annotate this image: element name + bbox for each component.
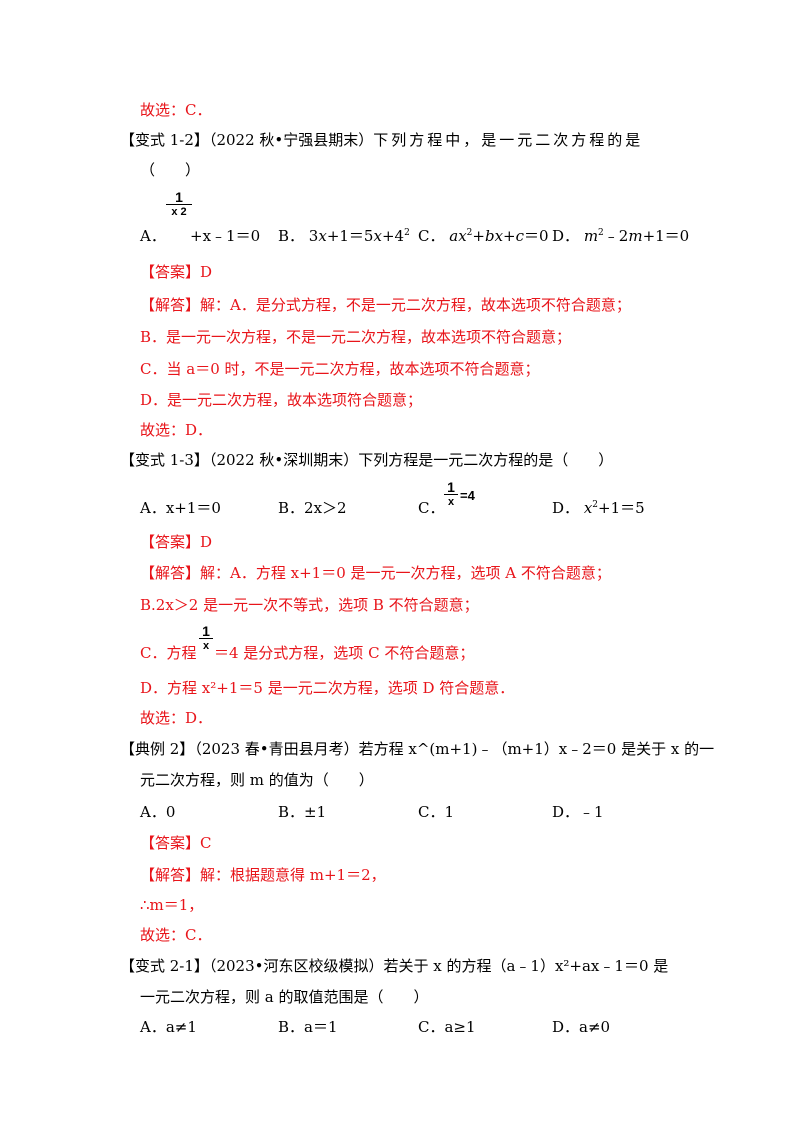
analysis-line-2: B.2x＞2 是一元一次不等式，选项 B 不符合题意； — [140, 596, 479, 614]
fraction-one-over-x-squared: 1 x 2 — [166, 190, 192, 218]
analysis-line-3: C．方程 — [140, 644, 197, 662]
option-c: C．1 — [418, 803, 455, 821]
fraction-one-over-x: 1 x — [199, 624, 213, 652]
analysis-line-1: 【解答】解：根据题意得 m+1＝2， — [140, 866, 386, 884]
option-a: A． — [140, 227, 166, 245]
option-b: B．a＝1 — [278, 1018, 338, 1036]
option-a: A．a≠1 — [140, 1018, 197, 1036]
question-label: 【变式 1-2】 — [120, 131, 209, 149]
final-choice-d: 故选：D． — [140, 421, 213, 439]
answer-line: 【答案】D — [140, 533, 213, 551]
analysis-line-4: D．方程 x²+1＝5 是一元二次方程，选项 D 符合题意． — [140, 679, 515, 697]
answer-paren: （ ） — [140, 161, 201, 179]
analysis-line-3-rest: ＝4 是分式方程，选项 C 不符合题意； — [214, 644, 475, 662]
option-d: D．a≠0 — [552, 1018, 611, 1036]
question-text: 若方程 x^(m+1)﹣（m+1）x﹣2＝0 是关于 x 的一 — [358, 740, 715, 758]
question-source: （2023 春•青田县月考） — [194, 740, 359, 758]
option-b: B． 3x+1＝5x+42 — [278, 227, 410, 245]
question-text: 若关于 x 的方程（a﹣1）x²+ax﹣1＝0 是 — [383, 957, 669, 975]
answer-line: 【答案】D — [140, 263, 213, 281]
analysis-line-2: ∴m＝1， — [140, 896, 204, 914]
option-d: D． m2﹣2m+1＝0 — [552, 227, 690, 245]
final-choice-c: 故选：C． — [140, 101, 212, 119]
analysis-line-2: B．是一元一次方程，不是一元二次方程，故本选项不符合题意； — [140, 328, 572, 346]
option-d: D． x2+1＝5 — [552, 499, 645, 517]
analysis-line-3: C．当 a＝0 时，不是一元二次方程，故本选项不符合题意； — [140, 360, 540, 378]
question-label: 【变式 1-3】 — [120, 451, 209, 469]
analysis-line-4: D．是一元二次方程，故本选项符合题意； — [140, 391, 423, 409]
option-a: A．0 — [140, 803, 176, 821]
question-source: （2023•河东区校级模拟） — [208, 957, 384, 975]
option-c: C． — [418, 499, 445, 517]
option-d: D．﹣1 — [552, 803, 604, 821]
question-2-1-stem-line-2: 一元二次方程，则 a 的取值范围是（ ） — [140, 988, 429, 1006]
option-a: A．x+1＝0 — [140, 499, 221, 517]
option-a-rest: +x﹣1＝0 — [190, 227, 261, 245]
option-c-rest: =4 — [460, 488, 475, 503]
option-b: B．2x＞2 — [278, 499, 347, 517]
question-text: 下列方程中，是一元二次方程的是 — [373, 131, 644, 149]
option-c: C．a≥1 — [418, 1018, 476, 1036]
question-text: 下列方程是一元二次方程的是（ ） — [358, 451, 614, 469]
answer-line: 【答案】C — [140, 834, 212, 852]
analysis-line-1: 【解答】解：A．是分式方程，不是一元二次方程，故本选项不符合题意； — [140, 296, 631, 314]
question-source: （2022 秋•宁强县期末） — [208, 131, 374, 149]
question-label: 【典例 2】 — [120, 740, 195, 758]
option-c: C． ax2+bx+c＝0 — [418, 227, 549, 245]
question-1-2-stem: 【变式 1-2】（2022 秋•宁强县期末）下列方程中，是一元二次方程的是 — [120, 130, 643, 150]
question-1-3-stem: 【变式 1-3】（2022 秋•深圳期末）下列方程是一元二次方程的是（ ） — [120, 450, 613, 470]
final-choice-c: 故选：C． — [140, 926, 212, 944]
option-b: B．±1 — [278, 803, 327, 821]
example-2-stem-line-1: 【典例 2】（2023 春•青田县月考）若方程 x^(m+1)﹣（m+1）x﹣2… — [120, 739, 714, 759]
final-choice-d: 故选：D． — [140, 709, 213, 727]
question-source: （2022 秋•深圳期末） — [208, 451, 359, 469]
question-2-1-stem-line-1: 【变式 2-1】（2023•河东区校级模拟）若关于 x 的方程（a﹣1）x²+a… — [120, 956, 668, 976]
example-2-stem-line-2: 元二次方程，则 m 的值为（ ） — [140, 771, 374, 789]
question-label: 【变式 2-1】 — [120, 957, 209, 975]
fraction-one-over-x: 1 x — [444, 480, 458, 508]
analysis-line-1: 【解答】解：A．方程 x+1＝0 是一元一次方程，选项 A 不符合题意； — [140, 564, 611, 582]
